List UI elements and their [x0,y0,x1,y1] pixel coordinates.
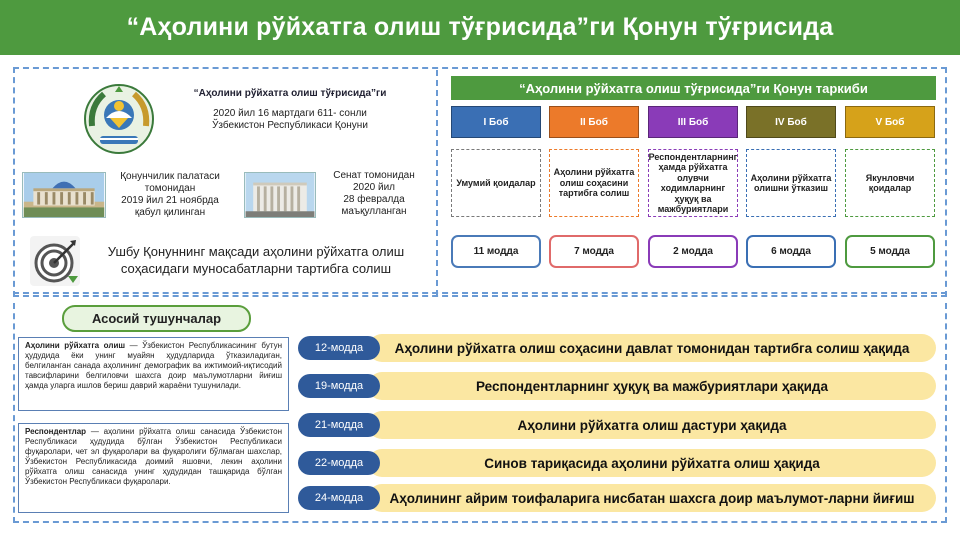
chapter-column: II Боб Аҳолини рўйхатга олиш соҳасини та… [549,106,639,268]
top-divider [436,70,438,296]
article-row: 21-модда Аҳолини рўйхатга олиш дастури ҳ… [298,411,938,439]
article-number-badge: 12-модда [298,336,380,360]
chapter-article-count: 7 модда [549,235,639,268]
article-number-badge: 22-модда [298,451,380,475]
adoption-line: 2020 йил [352,182,396,193]
definition-respondents: Респондентлар — аҳолини рўйхатга олиш са… [18,423,289,513]
article-number-badge: 19-модда [298,374,380,398]
chapter-column: I Боб Умумий қоидалар 11 модда [451,106,541,268]
senate-approval-info: Сенат томонидан 2020 йил 28 февралда маъ… [322,170,426,218]
article-number-badge: 24-модда [298,486,380,510]
chapter-header: II Боб [549,106,639,138]
chapter-content: Аҳолини рўйхатга олишни ўтказиш [746,149,836,217]
chapter-content: Якунловчи қоидалар [845,149,935,217]
article-description: Аҳолининг айрим тоифаларига нисбатан шах… [368,484,936,512]
target-icon [30,236,80,286]
chapter-column: III Боб Респондентларнинг ҳамда рўйхатга… [648,106,738,268]
article-description: Респондентларнинг ҳуқуқ ва мажбуриятлари… [368,372,936,400]
definition-term: Респондентлар [25,427,87,436]
chapter-article-count: 11 модда [451,235,541,268]
adoption-line: қабул қилинган [134,207,206,218]
legislative-chamber-building-image [22,172,106,218]
law-info: 2020 йил 16 мартдаги 611- сонли Ўзбекист… [175,108,405,132]
chapter-header: III Боб [648,106,738,138]
article-row: 22-модда Синов тариқасида аҳолини рўйхат… [298,449,938,477]
chapter-article-count: 5 модда [845,235,935,268]
chapter-article-count: 6 модда [746,235,836,268]
adoption-line: маъқулланган [341,206,407,217]
article-number-badge: 21-модда [298,413,380,437]
page-title: “Аҳолини рўйхатга олиш тўғрисида”ги Қону… [126,13,834,41]
chamber-adoption-info: Қонунчилик палатаси томонидан 2019 йил 2… [110,171,230,219]
chapter-column: V Боб Якунловчи қоидалар 5 модда [845,106,935,268]
adoption-line: Сенат томонидан [333,170,415,181]
law-info-line: 2020 йил 16 мартдаги 611- сонли [213,108,367,119]
chapters-grid: I Боб Умумий қоидалар 11 модда II Боб Аҳ… [451,106,936,276]
law-info-line: Ўзбекистон Республикаси Қонуни [212,120,368,131]
article-description: Аҳолини рўйхатга олиш соҳасини давлат то… [368,334,936,362]
structure-title: “Аҳолини рўйхатга олиш тўғрисида”ги Қону… [451,76,936,100]
law-name: “Аҳолини рўйхатга олиш тўғрисида”ги [193,88,387,99]
adoption-line: томонидан [144,183,196,194]
purpose-line: соҳасидаги муносабатларни тартибга солиш [120,261,392,276]
chapter-content: Умумий қоидалар [451,149,541,217]
chapter-article-count: 2 модда [648,235,738,268]
purpose-line: Ушбу Қонуннинг мақсади аҳолини рўйхатга … [107,244,405,259]
state-emblem-icon [84,84,154,154]
law-purpose: Ушбу Қонуннинг мақсади аҳолини рўйхатга … [86,243,426,277]
article-row: 24-модда Аҳолининг айрим тоифаларига нис… [298,484,938,512]
chapter-header: IV Боб [746,106,836,138]
adoption-line: 28 февралда [343,194,405,205]
article-description: Синов тариқасида аҳолини рўйхатга олиш ҳ… [368,449,936,477]
basic-concepts-tab: Асосий тушунчалар [62,305,251,332]
definition-term: Аҳолини рўйхатга олиш [25,341,126,350]
chapter-header: I Боб [451,106,541,138]
header-banner: “Аҳолини рўйхатга олиш тўғрисида”ги Қону… [0,0,960,55]
article-description: Аҳолини рўйхатга олиш дастури ҳақида [368,411,936,439]
top-frame [13,67,947,297]
definition-text: — аҳолини рўйхатга олиш санасида Ўзбекис… [25,427,282,486]
chapter-content: Аҳолини рўйхатга олиш соҳасини тартибга … [549,149,639,217]
definition-census: Аҳолини рўйхатга олиш — Ўзбекистон Респу… [18,337,289,411]
section-divider [13,292,947,294]
article-row: 12-модда Аҳолини рўйхатга олиш соҳасини … [298,334,938,362]
article-row: 19-модда Респондентларнинг ҳуқуқ ва мажб… [298,372,938,400]
bottom-frame [13,303,947,523]
chapter-header: V Боб [845,106,935,138]
definition-text: — Ўзбекистон Республикасининг бутун ҳуду… [25,341,282,390]
senate-building-image [244,172,316,218]
adoption-line: 2019 йил 21 ноябрда [121,195,219,206]
chapter-content: Респондентларнинг ҳамда рўйхатга олувчи … [648,149,738,217]
chapter-column: IV Боб Аҳолини рўйхатга олишни ўтказиш 6… [746,106,836,268]
adoption-line: Қонунчилик палатаси [120,171,220,182]
